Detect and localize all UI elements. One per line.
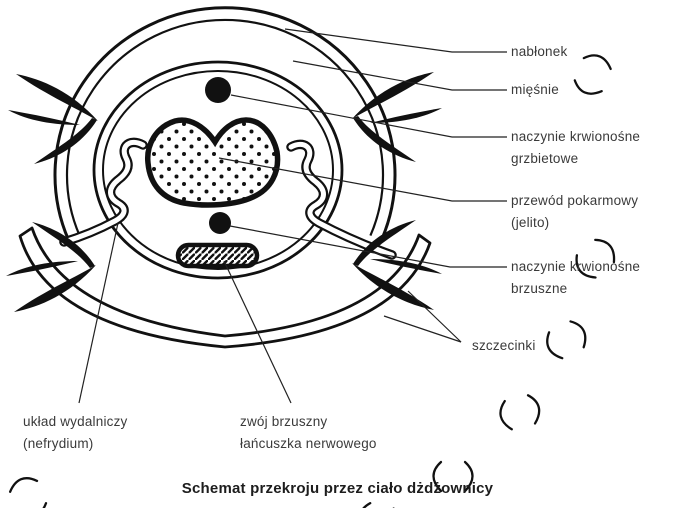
leader-zwoj-brzuszny xyxy=(223,260,292,404)
leader-nablonek xyxy=(284,28,507,53)
label-uklad-wydalniczy: układ wydalniczy (nefrydium) xyxy=(23,414,128,451)
nerve-ganglion xyxy=(175,242,260,269)
ventral-blood-vessel xyxy=(209,212,231,234)
nephridium-right xyxy=(286,139,397,260)
label-nablonek: nabłonek xyxy=(511,44,568,59)
diagram-caption: Schemat przekroju przez ciało dżdżownicy xyxy=(181,480,494,497)
label-miesnie: mięśnie xyxy=(511,82,559,97)
leader-szczecinki-1 xyxy=(407,290,462,343)
gut xyxy=(145,117,281,208)
leader-naczynie-brzuszne xyxy=(229,225,507,268)
leader-naczynie-grzbietowe xyxy=(230,94,507,138)
dorsal-blood-vessel xyxy=(205,77,231,103)
leader-miesnie xyxy=(292,60,507,91)
leader-szczecinki-2 xyxy=(383,315,462,343)
label-przewod-pokarmowy: przewód pokarmowy (jelito) xyxy=(511,193,639,230)
leader-przewod-pokarmowy xyxy=(218,157,507,202)
label-zwoj-brzuszny: zwój brzuszny łańcuszka nerwowego xyxy=(240,414,377,451)
leader-lines xyxy=(78,28,507,404)
leader-uklad-wydalniczy xyxy=(78,222,119,404)
label-naczynie-brzuszne: naczynie krwionośne brzuszne xyxy=(511,259,641,296)
seta-upper-left xyxy=(8,74,98,164)
label-szczecinki: szczecinki xyxy=(472,338,536,353)
body-wall-ventral xyxy=(18,226,432,349)
nephridium-left xyxy=(59,137,148,247)
label-naczynie-grzbietowe: naczynie krwionośne grzbietowe xyxy=(511,129,641,166)
